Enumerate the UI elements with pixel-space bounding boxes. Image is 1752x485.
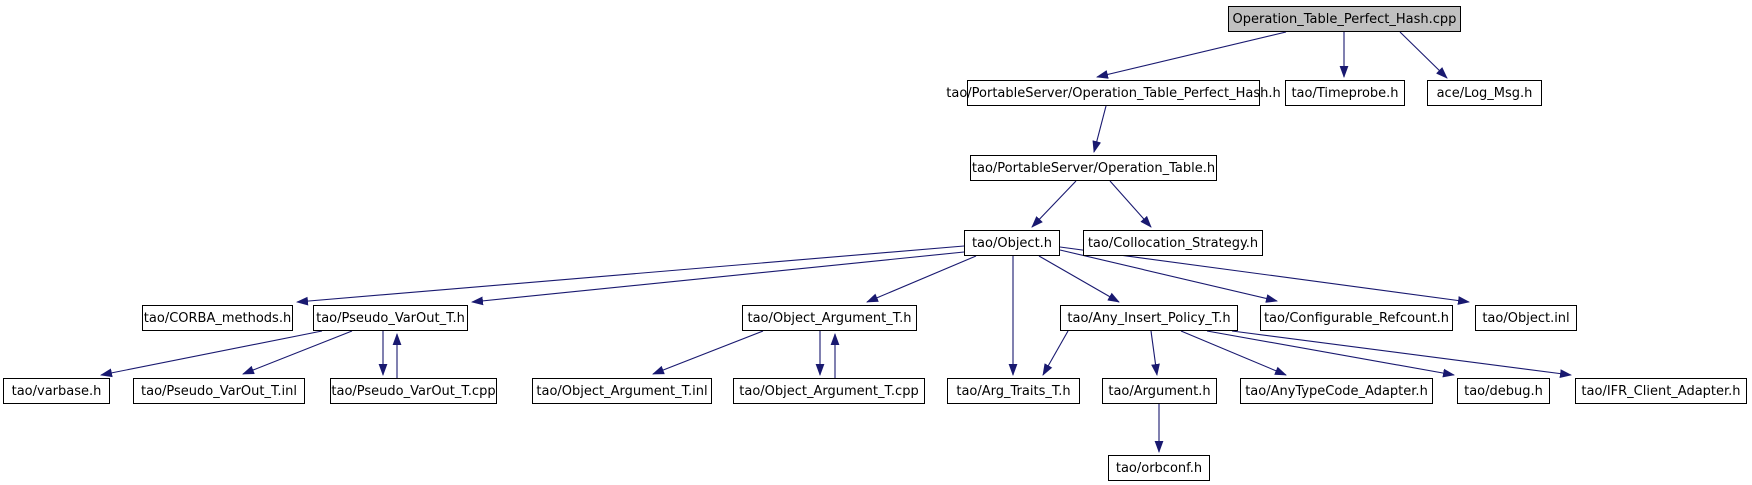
graph-node-corba[interactable]: tao/CORBA_methods.h [142, 305, 293, 331]
graph-node-orbc[interactable]: tao/orbconf.h [1108, 455, 1210, 481]
graph-node-tp[interactable]: tao/Timeprobe.h [1285, 80, 1405, 106]
edge-cpp-to-log [1399, 31, 1448, 79]
graph-node-pvocpp[interactable]: tao/Pseudo_VarOut_T.cpp [330, 378, 497, 404]
graph-node-ot[interactable]: tao/PortableServer/Operation_Table.h [970, 155, 1217, 181]
graph-node-log[interactable]: ace/Log_Msg.h [1427, 80, 1542, 106]
edge-obj-to-cref [1059, 249, 1278, 303]
graph-node-anytc[interactable]: tao/AnyTypeCode_Adapter.h [1240, 378, 1433, 404]
graph-node-argt[interactable]: tao/Arg_Traits_T.h [947, 378, 1080, 404]
edge-aip-to-argm [1150, 330, 1160, 376]
graph-node-oatinl[interactable]: tao/Object_Argument_T.inl [532, 378, 712, 404]
edge-pvoh-to-pvoinl [242, 330, 353, 375]
graph-node-pvoinl[interactable]: tao/Pseudo_VarOut_T.inl [133, 378, 305, 404]
graph-node-obj[interactable]: tao/Object.h [964, 230, 1060, 256]
graph-node-cpp[interactable]: Operation_Table_Perfect_Hash.cpp [1228, 6, 1461, 32]
edge-obj-to-oath [866, 255, 977, 303]
graph-node-oath[interactable]: tao/Object_Argument_T.h [742, 305, 917, 331]
edge-aip-to-debug [1206, 330, 1455, 378]
graph-node-pvoh[interactable]: tao/Pseudo_VarOut_T.h [313, 305, 468, 331]
graph-node-argm[interactable]: tao/Argument.h [1102, 378, 1217, 404]
edge-obj-to-oinl [1059, 246, 1470, 305]
edge-ot-to-col [1109, 180, 1152, 228]
graph-node-varb[interactable]: tao/varbase.h [3, 378, 110, 404]
edge-pvoh-to-varb [100, 330, 323, 378]
edge-obj-to-aip [1038, 255, 1120, 303]
graph-node-cref[interactable]: tao/Configurable_Refcount.h [1260, 305, 1453, 331]
edge-ot-to-obj [1031, 180, 1077, 228]
edge-oath-to-oatinl [652, 330, 764, 375]
edge-otph-to-ot [1092, 105, 1107, 153]
edge-cpp-to-otph [1096, 31, 1287, 79]
graph-node-oinl[interactable]: tao/Object.inl [1475, 305, 1577, 331]
graph-node-oatcpp[interactable]: tao/Object_Argument_T.cpp [733, 378, 925, 404]
edge-obj-to-pvoh [471, 251, 965, 306]
graph-node-col[interactable]: tao/Collocation_Strategy.h [1083, 230, 1263, 256]
edge-aip-to-ifr [1231, 330, 1572, 378]
graph-node-otph[interactable]: tao/PortableServer/Operation_Table_Perfe… [946, 80, 1281, 106]
edge-aip-to-argt [1042, 330, 1069, 376]
edge-aip-to-anytc [1180, 330, 1287, 376]
graph-node-debug[interactable]: tao/debug.h [1457, 378, 1550, 404]
graph-node-ifr[interactable]: tao/IFR_Client_Adapter.h [1575, 378, 1747, 404]
edge-obj-to-corba [296, 245, 965, 306]
graph-node-aip[interactable]: tao/Any_Insert_Policy_T.h [1060, 305, 1238, 331]
